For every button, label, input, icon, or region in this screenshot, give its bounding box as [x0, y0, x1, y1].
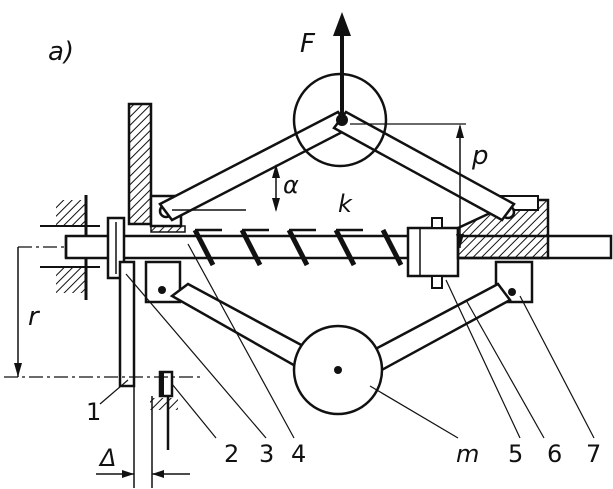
leader-m: [369, 385, 459, 439]
leader-lines: [99, 243, 595, 439]
angle-label: α: [283, 171, 299, 199]
part-number-5: 5: [508, 440, 523, 468]
gap-label: Δ: [98, 444, 116, 472]
radius-label: r: [28, 302, 41, 332]
fixed-support-left: [40, 195, 100, 300]
angle-marker: [172, 164, 280, 212]
sliding-sleeve: [406, 217, 460, 289]
mass-label: m: [456, 440, 479, 468]
rod-1: [118, 260, 136, 388]
distance-label: p: [471, 141, 489, 171]
part-number-6: 6: [547, 440, 562, 468]
part-number-3: 3: [259, 440, 274, 468]
distance-p-dimension: [350, 123, 466, 248]
part-number-7: 7: [586, 440, 601, 468]
part-number-4: 4: [291, 440, 306, 468]
spring: [192, 228, 404, 267]
contact-2: [150, 370, 178, 450]
panel-label: a): [48, 37, 74, 67]
force-label: F: [300, 29, 316, 59]
part-number-2: 2: [224, 440, 239, 468]
gap-dimension: [96, 386, 190, 488]
force-arrow: [333, 12, 351, 120]
radius-dimension: [4, 247, 200, 378]
part-number-1: 1: [86, 398, 101, 426]
spring-label: k: [338, 190, 353, 218]
upper-links: [158, 110, 516, 222]
